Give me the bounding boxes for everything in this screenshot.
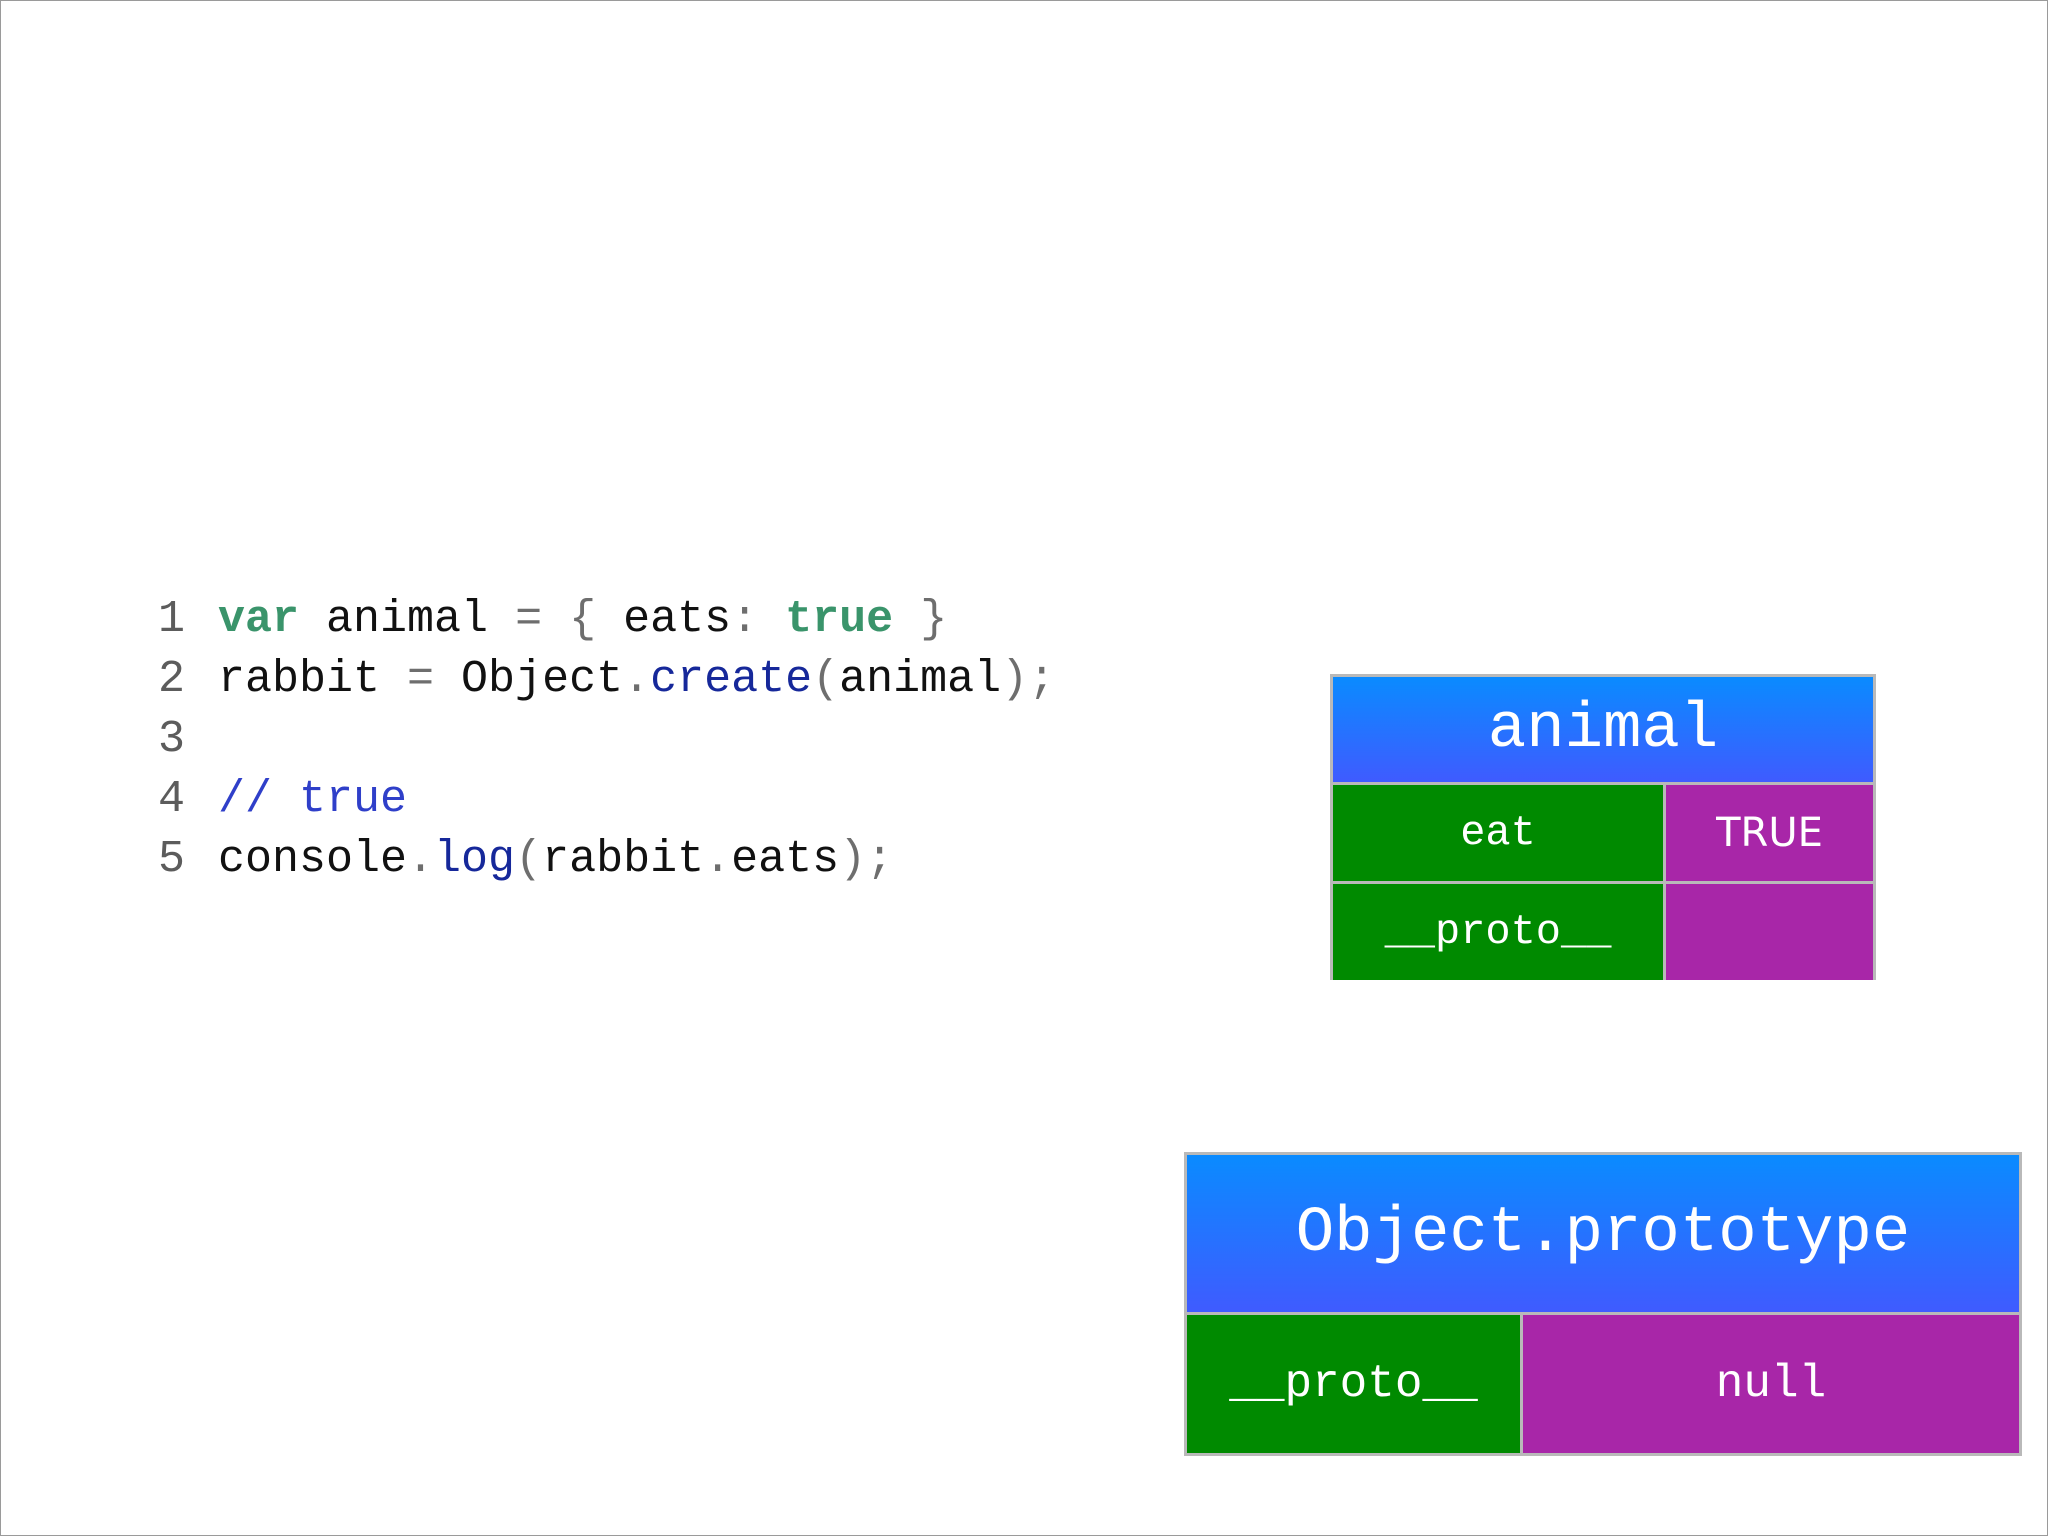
semicolon: ; <box>866 834 894 885</box>
object-prototype-title: Object.prototype <box>1187 1155 2019 1315</box>
comment: // true <box>218 774 408 825</box>
paren-open: ( <box>515 834 543 885</box>
brace-close: } <box>920 594 948 645</box>
colon: : <box>731 594 759 645</box>
code-block: 1 var animal = { eats: true } 2 rabbit = O… <box>158 590 1055 890</box>
line-number: 4 <box>158 774 186 825</box>
line-number: 5 <box>158 834 186 885</box>
operator: = <box>407 654 435 705</box>
identifier: Object <box>434 654 624 705</box>
code-line-2: 2 rabbit = Object.create(animal); <box>158 650 1055 710</box>
object-prototype-value-proto: null <box>1523 1315 2019 1453</box>
operator: = <box>515 594 543 645</box>
dot: . <box>704 834 732 885</box>
identifier: animal <box>299 594 516 645</box>
animal-key-eat: eat <box>1333 785 1666 881</box>
object-prototype-key-proto: __proto__ <box>1187 1315 1523 1453</box>
paren-close: ) <box>839 834 867 885</box>
function-name: log <box>434 834 516 885</box>
identifier: animal <box>839 654 1002 705</box>
code-line-3: 3 <box>158 710 1055 770</box>
line-number: 1 <box>158 594 186 645</box>
space <box>758 594 785 645</box>
dot: . <box>623 654 651 705</box>
animal-key-proto: __proto__ <box>1333 884 1666 980</box>
animal-value-proto <box>1666 884 1873 980</box>
code-line-4: 4 // true <box>158 770 1055 830</box>
property-name: eats <box>596 594 732 645</box>
animal-row-proto: __proto__ <box>1333 881 1873 980</box>
paren-close: ) <box>1001 654 1029 705</box>
line-number: 3 <box>158 714 186 765</box>
identifier: rabbit <box>542 834 705 885</box>
keyword-true: true <box>785 594 894 645</box>
code-line-1: 1 var animal = { eats: true } <box>158 590 1055 650</box>
property-name: eats <box>731 834 840 885</box>
keyword-var: var <box>218 594 300 645</box>
animal-row-eat: eat TRUE <box>1333 785 1873 881</box>
space <box>893 594 920 645</box>
semicolon: ; <box>1028 654 1056 705</box>
object-prototype-row-proto: __proto__ null <box>1187 1315 2019 1453</box>
animal-value-eat: TRUE <box>1666 785 1873 881</box>
line-number: 2 <box>158 654 186 705</box>
animal-box-title: animal <box>1333 677 1873 785</box>
function-name: create <box>650 654 813 705</box>
brace-open: { <box>569 594 597 645</box>
object-prototype-box: Object.prototype __proto__ null <box>1184 1152 2022 1456</box>
dot: . <box>407 834 435 885</box>
space <box>542 594 569 645</box>
identifier: console <box>218 834 408 885</box>
paren-open: ( <box>812 654 840 705</box>
identifier: rabbit <box>218 654 408 705</box>
animal-object-box: animal eat TRUE __proto__ <box>1330 674 1876 980</box>
